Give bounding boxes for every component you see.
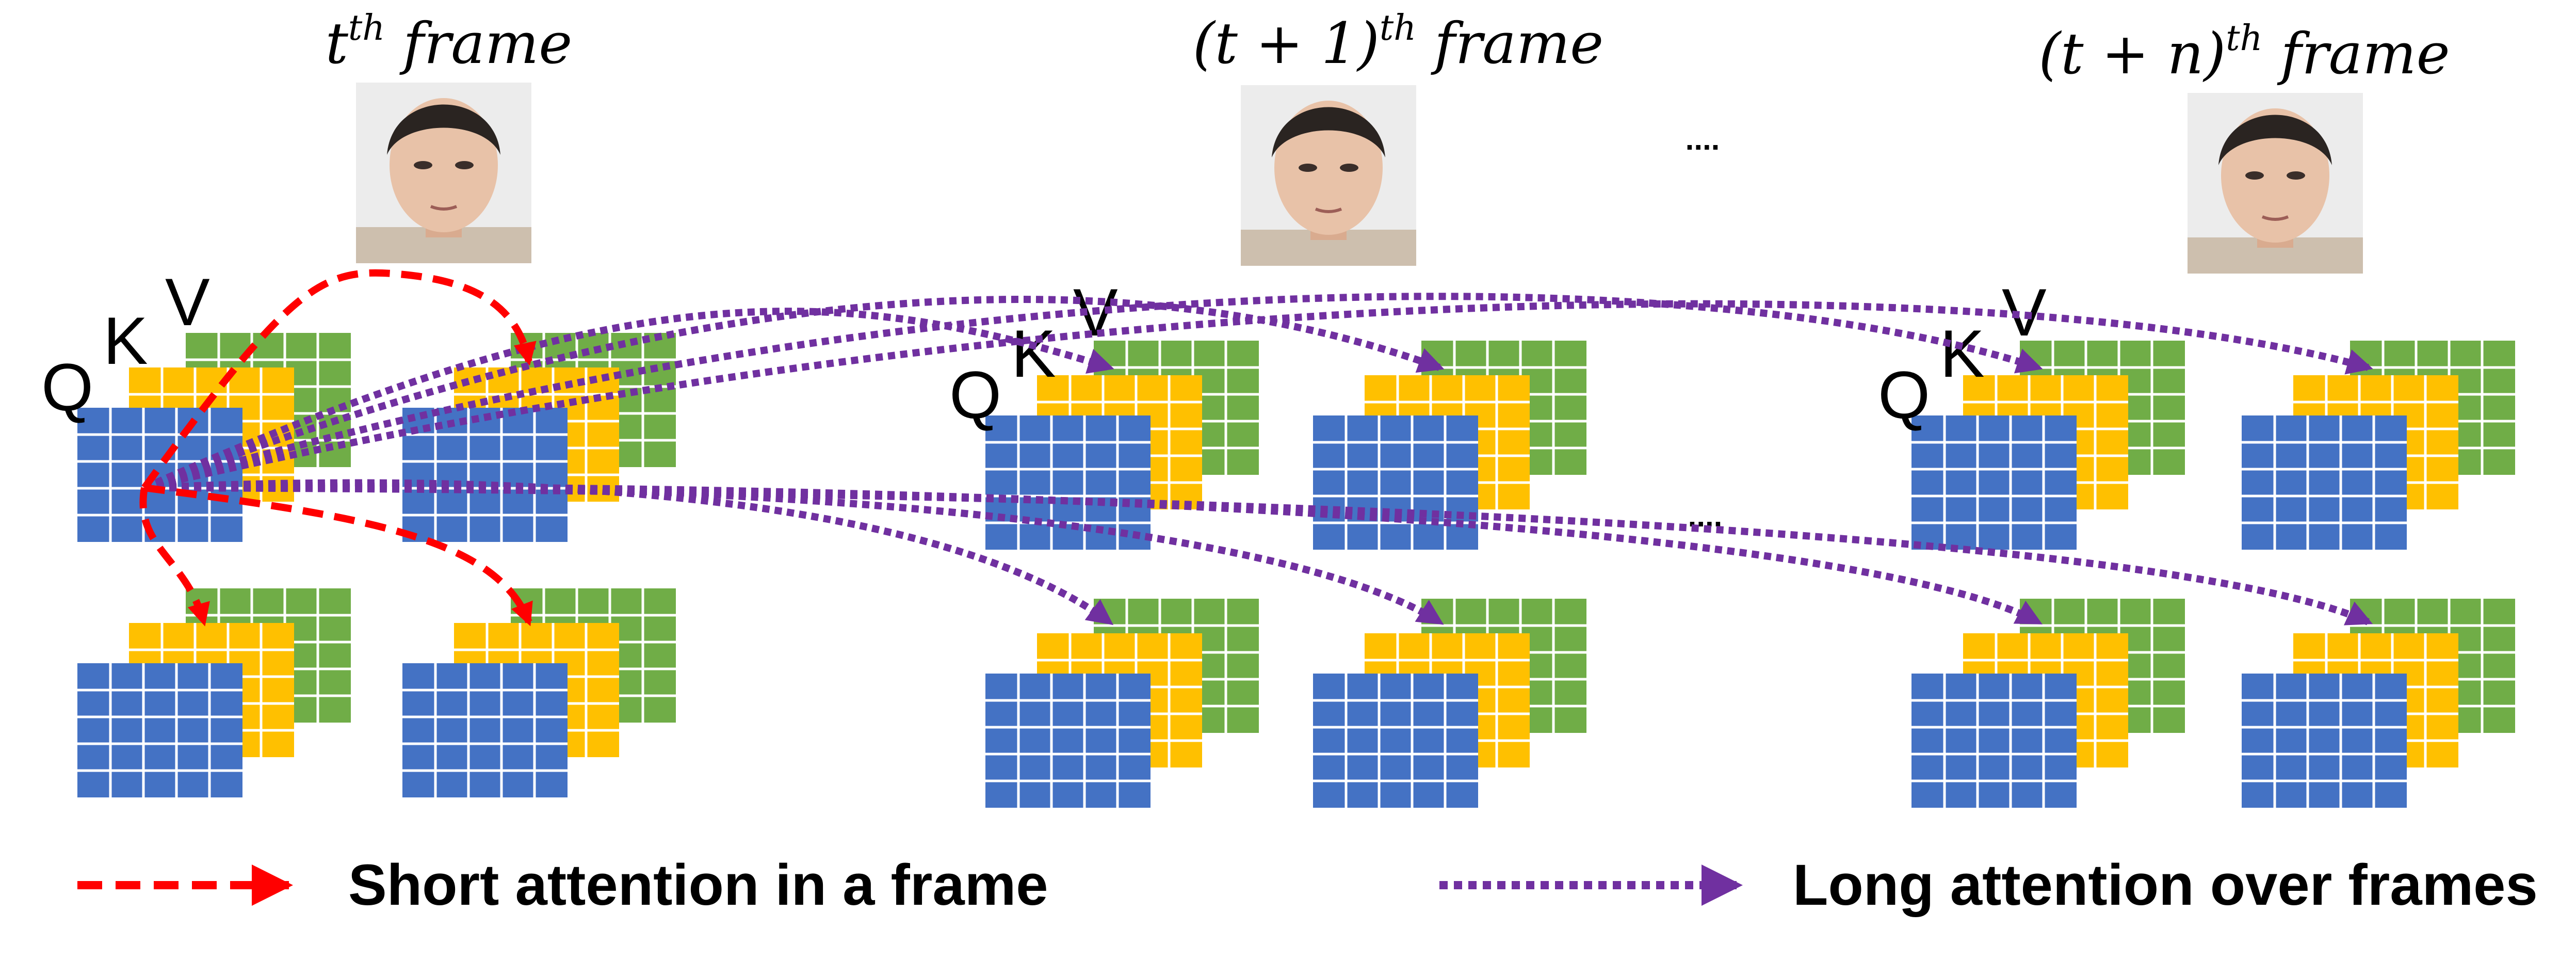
qkv-matrix-stack [1911, 341, 2185, 550]
qkv-matrix-stack [985, 599, 1259, 808]
long-attention-arrows [143, 293, 2373, 626]
qkv-matrix-stack [1313, 341, 1586, 550]
qkv-matrix-stack [2242, 599, 2515, 808]
long-attention-arrow [144, 484, 2373, 626]
frame-title-t: tth frame [326, 8, 573, 76]
long-attention-arrow [143, 296, 1445, 491]
legend-long-label: Long attention over frames [1793, 853, 2538, 917]
q-label: Q [41, 349, 93, 425]
v-label: V [165, 264, 210, 340]
q-matrix [2242, 415, 2407, 550]
face-photo [356, 83, 531, 263]
frame-title-t-plus-1: (t + 1)th frame [1193, 8, 1604, 76]
q-matrix [1911, 415, 2077, 550]
qkv-labels-frame-2: Q K V [949, 275, 1118, 433]
q-matrix [402, 663, 568, 797]
k-label: K [1940, 316, 1985, 391]
qkv-labels-frame-3: Q K V [1878, 275, 2047, 433]
v-label: V [2002, 275, 2047, 350]
frame-title-t-plus-n: (t + n)th frame [2038, 18, 2450, 87]
qkv-matrix-stack [402, 588, 676, 797]
k-label: K [103, 303, 148, 378]
face-photo [2188, 93, 2363, 274]
k-label: K [1011, 316, 1056, 391]
qkv-matrix-stack [402, 333, 676, 542]
qkv-matrix-stack [77, 588, 351, 797]
frames-ellipsis: .... [1686, 122, 1720, 156]
qkv-matrix-stack [2242, 341, 2515, 550]
long-attention-arrow [143, 308, 1114, 491]
q-matrix [77, 408, 242, 542]
qkv-matrix-stack [985, 341, 1259, 550]
face-photo [1241, 85, 1416, 266]
long-attention-arrow [143, 293, 2043, 491]
legend-short-label: Short attention in a frame [348, 853, 1048, 917]
q-matrix [77, 663, 242, 797]
q-matrix [1313, 415, 1478, 550]
short-attention-arrow [141, 269, 537, 490]
short-attention-arrow [139, 487, 210, 627]
long-attention-arrow [143, 300, 2373, 491]
q-matrix [2242, 674, 2407, 808]
short-attention-arrow [144, 484, 533, 627]
q-matrix [985, 415, 1151, 550]
short-attention-arrows [139, 269, 537, 627]
qkv-labels-frame-1: Q K V [41, 264, 210, 425]
q-matrix [985, 674, 1151, 808]
qkv-matrix-stack [1911, 599, 2185, 808]
q-matrix [1313, 674, 1478, 808]
legend: Short attention in a frame Long attentio… [77, 853, 2538, 917]
q-matrix [1911, 674, 2077, 808]
q-label: Q [1878, 357, 1930, 433]
q-label: Q [949, 357, 1001, 433]
qkv-matrix-stack [1313, 599, 1586, 808]
